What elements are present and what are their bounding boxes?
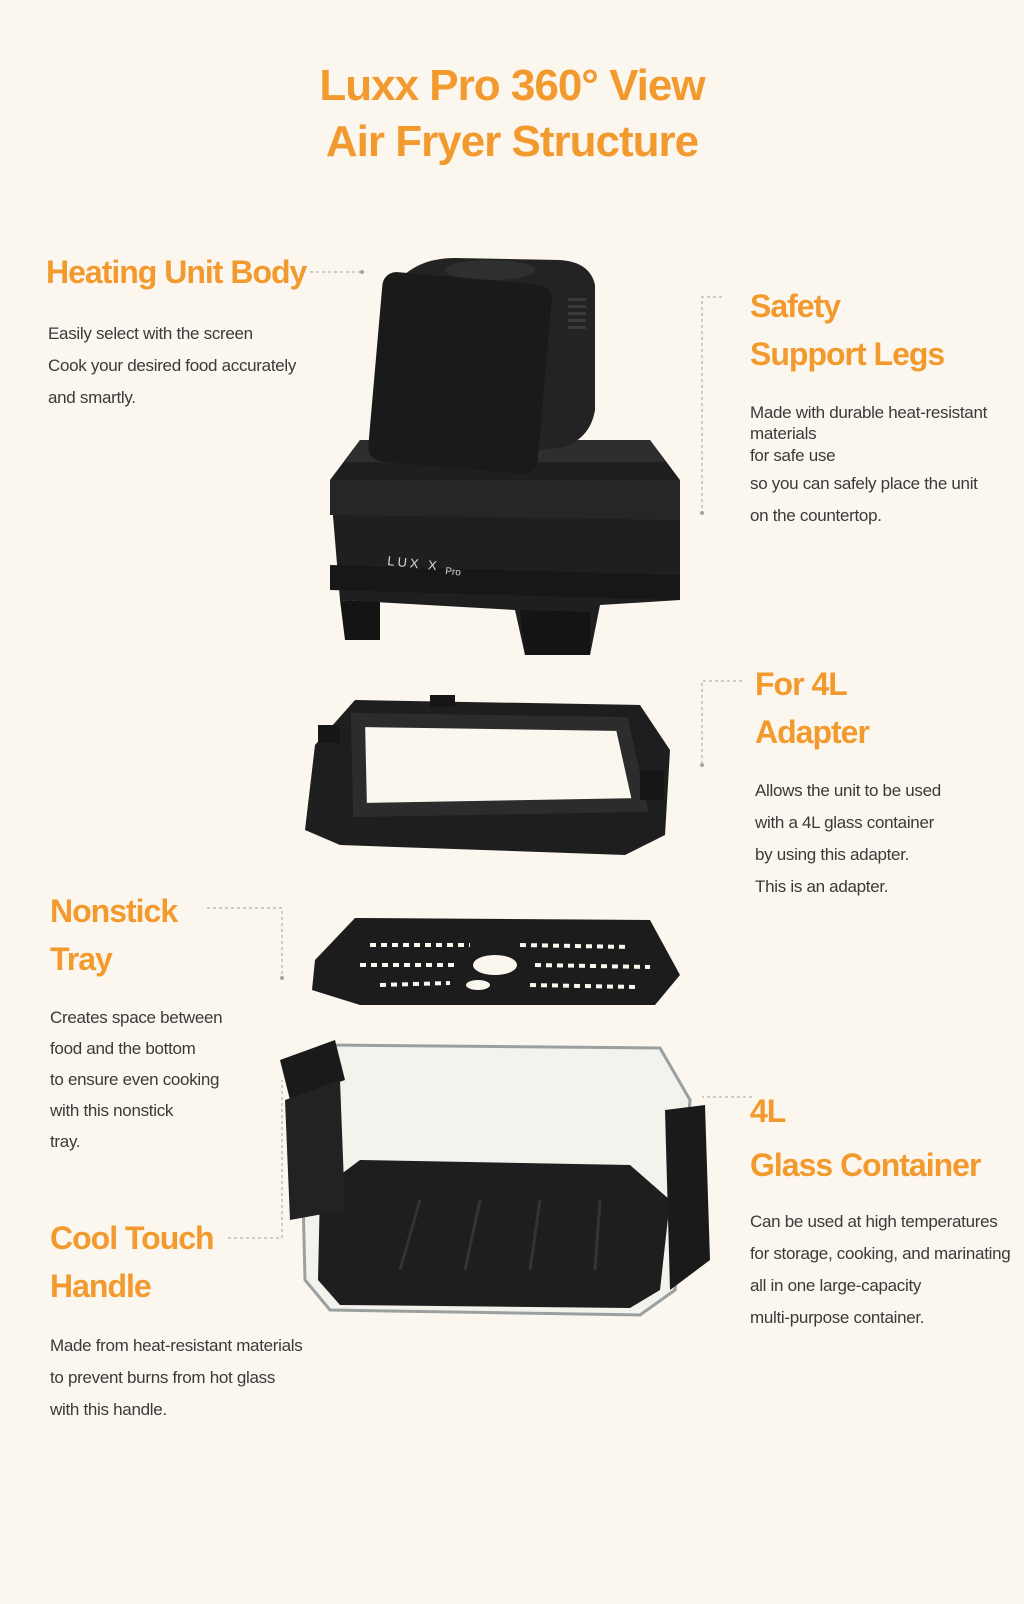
heading-cool-touch-handle: Cool Touch Handle [50,1214,215,1310]
text-line: all in one large-capacity [750,1276,922,1295]
text-line: to prevent burns from hot glass [50,1368,276,1387]
heading-line: Tray [50,941,113,977]
text-4l-adapter: Allows the unit to be used with a 4L gla… [755,775,941,903]
heading-line: Cool Touch [50,1220,215,1256]
text-line: for storage, cooking, and marinating [750,1244,1011,1263]
heading-safety-support-legs: Safety Support Legs [750,282,945,378]
text-line: This is an adapter. [755,877,889,896]
control-screen [368,272,552,474]
text-line: Cook your desired food accurately [48,356,297,375]
heading-4l-adapter: For 4L Adapter [755,660,870,756]
text-line: so you can safely place the unit [750,474,978,493]
heating-head [368,258,595,474]
text-4l-glass-container: Can be used at high temperatures for sto… [750,1206,1011,1334]
heading-line: Safety [750,288,841,324]
text-line: on the countertop. [750,506,882,525]
text-line: Creates space between [50,1008,223,1027]
heading-line: Support Legs [750,336,945,372]
text-line: tray. [50,1132,81,1151]
brand-sub: Pro [445,566,462,579]
nonstick-tray [312,918,680,1005]
title-line-2: Air Fryer Structure [325,117,699,166]
page-title: Luxx Pro 360° View Air Fryer Structure [0,58,1024,170]
text-line: Made with durable heat-resistant [750,403,988,422]
text-line: Can be used at high temperatures [750,1212,998,1231]
text-line: for safe use [750,446,836,465]
heading-line: 4L [750,1093,786,1129]
text-line: with this nonstick [50,1101,174,1120]
heading-line: Nonstick [50,893,178,929]
text-line: food and the bottom [50,1039,196,1058]
heading-line: For 4L [755,666,848,702]
heating-unit-base: LUX X Pro [330,440,680,655]
heading-4l-glass-container: 4L Glass Container [750,1084,981,1192]
text-cool-touch-handle: Made from heat-resistant materials to pr… [50,1330,303,1426]
adapter-ring [305,695,670,855]
right-handle [665,1105,710,1290]
text-line: materials [750,424,817,443]
text-line: by using this adapter. [755,845,910,864]
text-heating-unit-body: Easily select with the screen Cook your … [48,318,296,414]
text-line: multi-purpose container. [750,1308,925,1327]
text-nonstick-tray: Creates space between food and the botto… [50,1002,223,1157]
vent-icon [568,298,586,329]
heading-line: Glass Container [750,1147,981,1183]
heading-line: Handle [50,1268,152,1304]
text-line: Easily select with the screen [48,324,253,343]
glass-container [280,1040,710,1317]
title-line-1: Luxx Pro 360° View [319,61,705,110]
heading-nonstick-tray: Nonstick Tray [50,887,178,983]
text-line: Allows the unit to be used [755,781,941,800]
heading-line: Adapter [755,714,870,750]
text-line: and smartly. [48,388,136,407]
text-line: Made from heat-resistant materials [50,1336,303,1355]
text-line: with this handle. [50,1400,167,1419]
heading-heating-unit-body: Heating Unit Body [46,254,307,290]
brand-mark: LUX X [387,553,441,573]
text-safety-support-legs: Made with durable heat-resistant materia… [750,402,987,532]
text-line: to ensure even cooking [50,1070,220,1089]
text-line: with a 4L glass container [755,813,934,832]
